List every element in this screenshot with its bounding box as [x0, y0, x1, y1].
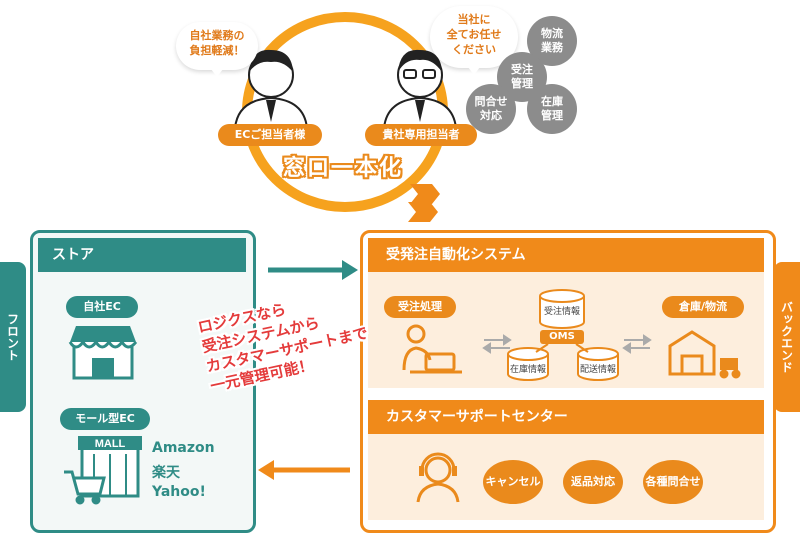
- client-label: ECご担当者様: [218, 124, 322, 146]
- inquiry-service: 各種問合せ: [643, 460, 703, 504]
- mall-icon: MALL: [64, 436, 142, 505]
- own-ec-label: 自社EC: [66, 296, 138, 318]
- backend-side-tab: バックエンド: [774, 262, 800, 412]
- task-inventory: 在庫 管理: [527, 84, 577, 134]
- headset-operator-icon: [416, 452, 460, 503]
- system-diagram: [402, 289, 741, 381]
- mall-yahoo: Yahoo!: [152, 484, 206, 500]
- order-db-label: 受注情報: [543, 307, 580, 317]
- support-title: カスタマーサポートセンター: [368, 400, 764, 434]
- top-illustration: [233, 12, 458, 222]
- shopping-cart-icon: [64, 470, 106, 505]
- client-person-icon: [233, 49, 309, 129]
- staff-person-icon: [382, 49, 458, 129]
- exchange-arrows-icon: [622, 334, 652, 354]
- warehouse-truck-icon: [668, 330, 741, 379]
- operator-laptop-icon: [402, 324, 462, 374]
- left-arrow-icon: [258, 460, 350, 480]
- mall-ec-label: モール型EC: [60, 408, 150, 430]
- order-database-icon: [539, 289, 585, 329]
- system-title: 受発注自動化システム: [368, 238, 764, 272]
- return-service: 返品対応: [563, 460, 623, 504]
- mall-sign-text: MALL: [95, 438, 126, 450]
- ship-db-label: 配送情報: [579, 365, 616, 375]
- mall-amazon: Amazon: [152, 440, 215, 456]
- flow-arrows: [258, 260, 358, 480]
- order-processing-label: 受注処理: [384, 296, 456, 318]
- client-speech-bubble: 自社業務の 負担軽減！: [176, 22, 258, 77]
- staff-label: 貴社専用担当者: [365, 124, 477, 146]
- store-panel: [30, 230, 256, 533]
- oms-label: OMS: [549, 331, 575, 342]
- task-inquiry: 問合せ 対応: [466, 84, 516, 134]
- main-title: 窓口一本化: [282, 156, 403, 181]
- mall-rakuten: 楽天: [152, 465, 180, 481]
- exchange-arrows-icon: [482, 334, 512, 354]
- store-title: ストア: [38, 238, 246, 272]
- staff-speech-bubble: 当社に 全てお任せ ください: [430, 6, 518, 75]
- stock-db-label: 在庫情報: [509, 365, 546, 375]
- down-arrow-icon: [408, 184, 440, 222]
- cancel-service: キャンセル: [483, 460, 543, 504]
- right-arrow-icon: [268, 260, 358, 280]
- shipping-database-icon: [577, 347, 619, 381]
- shop-icon: [68, 326, 138, 380]
- warehouse-label: 倉庫/物流: [662, 296, 744, 318]
- front-side-tab: フロント: [0, 262, 26, 412]
